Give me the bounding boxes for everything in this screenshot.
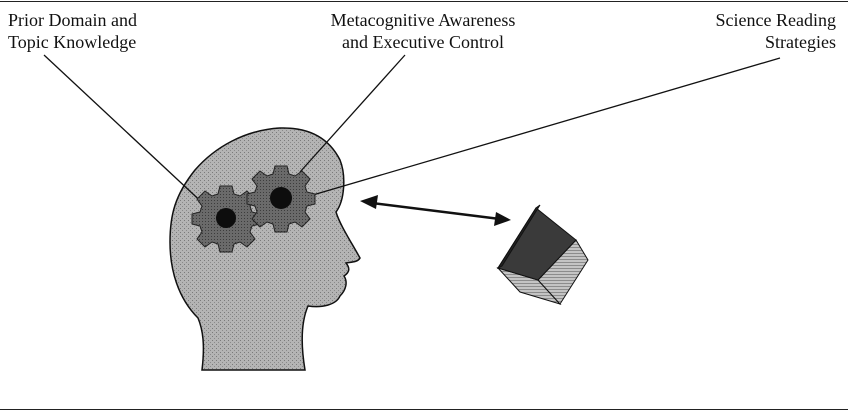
leader-line-prior	[44, 55, 208, 208]
gear-icon	[247, 166, 315, 232]
double-headed-arrow-icon	[360, 195, 511, 226]
leader-line-strategies	[306, 58, 780, 197]
head-silhouette-icon	[170, 128, 360, 370]
leader-line-meta	[300, 55, 405, 172]
book-icon	[498, 205, 588, 304]
